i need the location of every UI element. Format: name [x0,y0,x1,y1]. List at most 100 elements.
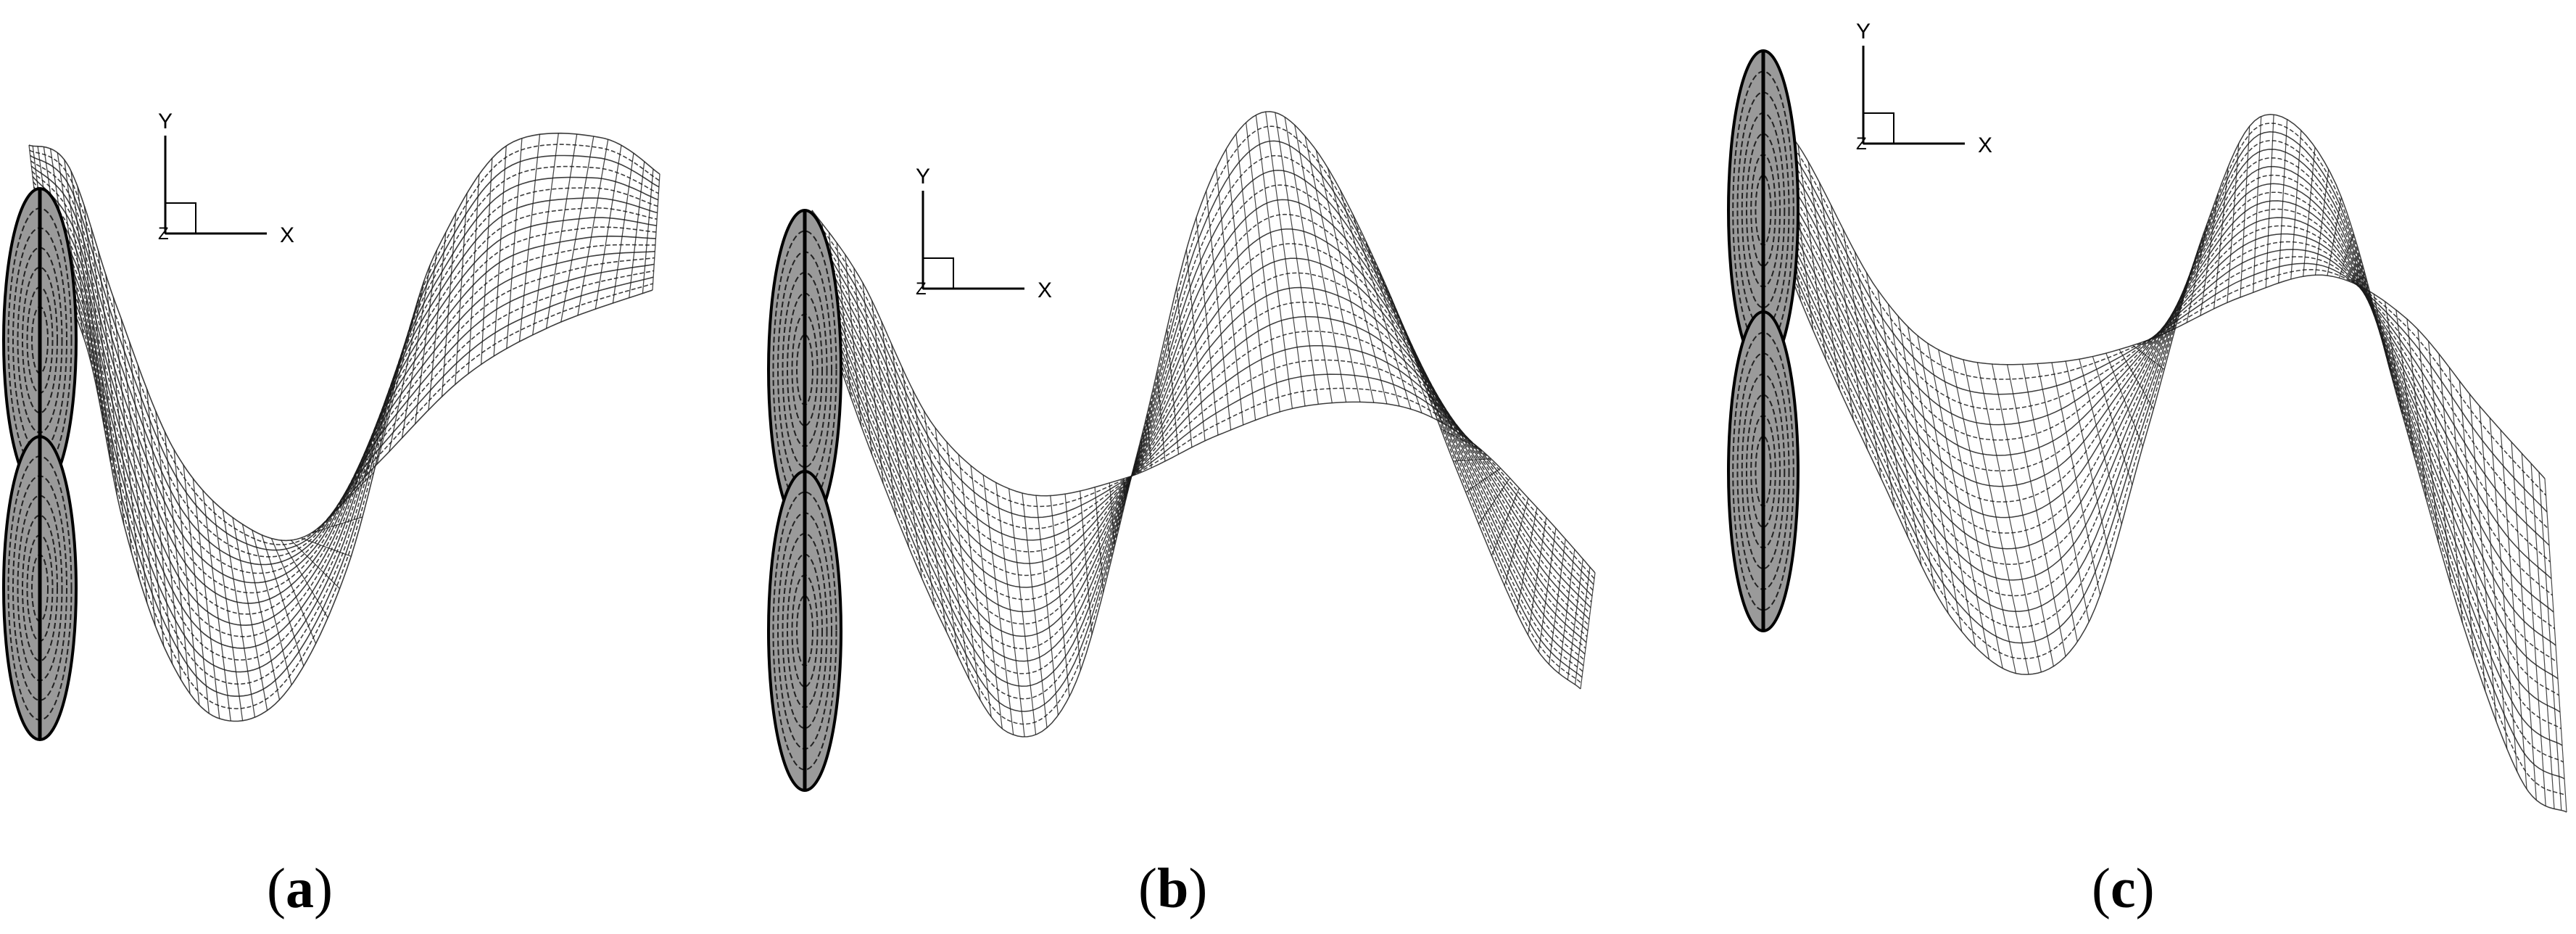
mesh-line-longitudinal [1741,104,2551,563]
mesh-line-transverse [958,454,992,717]
mesh-line-longitudinal [1743,126,2557,663]
mesh-line-transverse [545,133,578,329]
mesh-line-transverse [1491,487,1520,556]
mesh-line-transverse [261,534,305,666]
mesh-line-transverse [353,346,405,490]
mesh-line-transverse [241,524,281,700]
mesh-line-transverse [2438,354,2463,623]
mesh-line-transverse [1340,189,1400,407]
mesh-line-transverse [2538,472,2562,811]
mesh-line-transverse [982,474,1014,735]
mesh-line-transverse [970,465,1003,730]
mesh-line-transverse [57,152,84,336]
mesh-line-transverse [2417,329,2439,543]
mesh-line-transverse [1206,191,1232,430]
mesh-line-transverse [1797,144,1827,360]
z-axis-label: Z [158,224,169,244]
mesh-line-transverse [120,318,148,603]
mesh-line-transverse [64,160,92,363]
mesh-line-transverse [532,133,559,335]
mesh-line-transverse [2314,169,2329,276]
mesh-line-transverse [881,321,909,547]
mesh-line-transverse [629,161,645,298]
mesh-line-transverse [612,153,634,304]
mesh-line-transverse [1453,458,1491,462]
mesh-line-transverse [2290,130,2302,280]
mesh-line-longitudinal [817,170,1584,687]
mesh-line-transverse [1022,492,1048,728]
mesh-line-transverse [2079,359,2122,524]
mesh-line-transverse [506,138,523,349]
mesh-line-transverse [1080,491,1093,635]
rotor-disk [1727,49,1800,632]
mesh-line-transverse [173,449,200,706]
mesh-line-transverse [2172,254,2198,330]
mesh-surface [811,111,1596,737]
caption-b: (b) [1138,856,1208,919]
mesh-line-transverse [2395,310,2415,456]
mesh-line-longitudinal [38,144,660,710]
mesh-line-transverse [1265,112,1306,407]
mesh-line-longitudinal [1745,144,2563,746]
mesh-line-transverse [468,174,480,374]
mesh-line-transverse [270,538,317,644]
mesh-line-transverse [455,193,468,385]
mesh-line-transverse [1516,507,1538,613]
mesh-line-transverse [2303,146,2316,277]
y-axis-label: Y [916,165,930,189]
mesh-surface [28,132,660,722]
mesh-line-transverse [389,280,425,452]
mesh-line-transverse [183,465,210,714]
mesh-line-transverse [560,136,595,323]
mesh-line-longitudinal [1739,90,2547,496]
coordinate-axes-a: Y X Z [158,109,294,247]
mesh-line-transverse [1246,122,1280,412]
mesh-line-transverse [1315,149,1375,403]
mesh-line-transverse [2213,166,2229,309]
mesh-line-longitudinal [1743,123,2556,646]
mesh-line-transverse [2327,197,2342,276]
mesh-line-transverse [91,228,117,495]
y-axis-label: Y [1856,20,1871,44]
mesh-line-transverse [1123,478,1127,500]
mesh-line-longitudinal [1746,123,2566,796]
x-axis-label: X [280,223,294,247]
mesh-line-transverse [577,139,609,316]
y-axis-label: Y [158,109,173,133]
rotor-ring [772,491,837,771]
mesh-line-transverse [1304,136,1361,402]
mesh-line-transverse [1050,495,1070,697]
mesh-line-transverse [155,410,182,680]
mesh-line-transverse [192,478,220,719]
rotor-disk [2,187,78,741]
mesh-line-transverse [2406,318,2427,500]
mesh-line-transverse [901,367,935,607]
mesh-line-longitudinal [1744,141,2561,730]
mesh-line-transverse [112,297,140,579]
mesh-line-transverse [853,268,873,455]
mesh-line-transverse [1284,117,1333,403]
mesh-line-transverse [2361,287,2379,323]
mesh-line-transverse [2227,143,2240,303]
mesh-line-transverse [642,169,654,294]
x-axis-label: X [1038,278,1052,302]
mesh-line-longitudinal [812,224,1594,591]
z-axis-box [1863,112,1894,144]
mesh-line-longitudinal [818,140,1583,712]
mesh-line-transverse [1877,289,1922,566]
mesh-line-transverse [105,274,132,553]
mesh-line-transverse [2428,341,2451,584]
mesh-line-transverse [1146,415,1152,468]
mesh-line-transverse [1235,133,1268,416]
mesh-line-transverse [1009,488,1037,735]
mesh-line-transverse [2007,364,2066,657]
mesh-line-transverse [2489,418,2518,772]
mesh-line-longitudinal [817,154,1583,700]
mesh-line-transverse [2278,119,2288,284]
mesh-line-transverse [1831,205,1868,450]
mesh-line-transverse [212,500,244,721]
mesh-line-transverse [1196,217,1219,436]
mesh-line-transverse [146,389,173,664]
mesh-line-transverse [2132,344,2165,370]
